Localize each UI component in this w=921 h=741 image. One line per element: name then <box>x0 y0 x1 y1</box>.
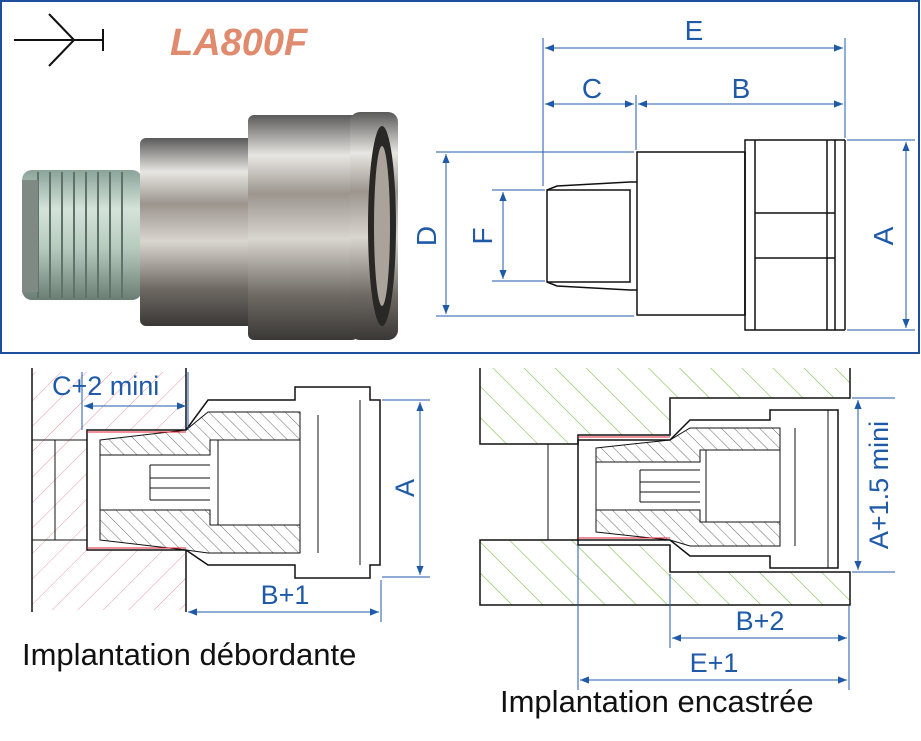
right-drawing <box>479 368 851 606</box>
left-drawing <box>31 368 381 612</box>
dim-label-a: A <box>868 226 899 245</box>
caption-implantation-debordante: Implantation débordante <box>22 637 356 672</box>
dim-label-a-plus-1-5-mini: A+1.5 mini <box>864 421 894 549</box>
right-dimension-lines <box>577 397 895 690</box>
dim-label-e: E <box>685 15 704 46</box>
dim-label-c: C <box>582 73 602 104</box>
dim-label-f: F <box>467 227 498 244</box>
dim-label-b: B <box>732 73 751 104</box>
arrow-fork-symbol-icon <box>14 13 104 67</box>
dim-label-e-plus-1: E+1 <box>690 648 739 678</box>
top-dimension-lines <box>436 38 915 331</box>
top-dimension-labels: E C B D F A <box>411 15 899 246</box>
dim-label-d: D <box>411 226 442 246</box>
fitting-photo-icon <box>22 112 398 340</box>
dim-label-c-plus-2-mini: C+2 mini <box>52 371 159 401</box>
top-drawing <box>546 139 846 331</box>
left-dimension-lines <box>81 372 430 622</box>
dim-label-b-plus-1: B+1 <box>261 580 310 610</box>
caption-implantation-encastree: Implantation encastrée <box>500 684 814 719</box>
product-code: LA800F <box>170 22 309 64</box>
dim-label-a-left: A <box>390 479 420 497</box>
dim-label-b-plus-2: B+2 <box>736 606 785 636</box>
